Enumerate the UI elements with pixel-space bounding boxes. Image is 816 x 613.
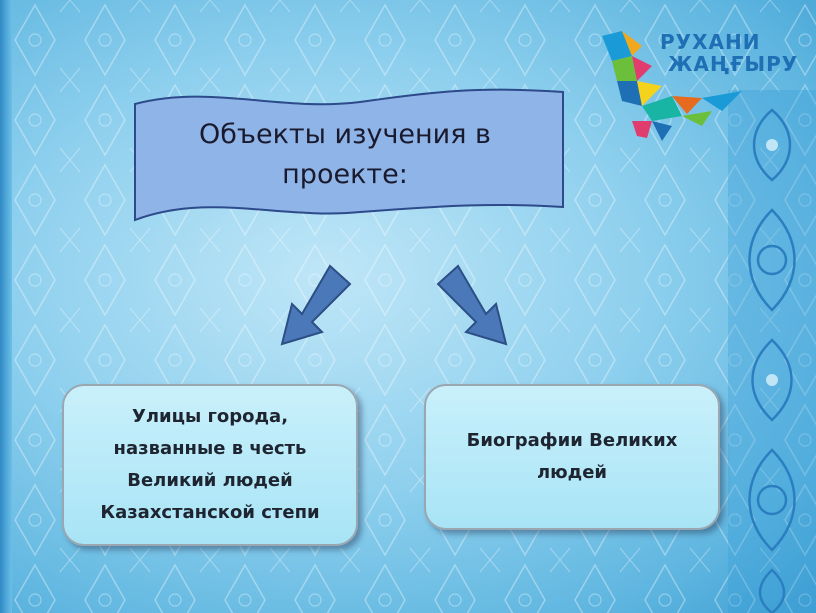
box-streets: Улицы города, названные в честь Великий …: [62, 384, 358, 546]
logo-line2: ЖАҢҒЫРУ: [668, 52, 799, 76]
box-streets-line4: Казахстанской степи: [100, 502, 320, 523]
box-streets-line2: названные в честь: [113, 438, 307, 459]
arrow-down-right-icon: [436, 264, 508, 346]
box-biographies: Биографии Великих людей: [424, 384, 720, 530]
box-biographies-line2: людей: [536, 462, 608, 483]
box-streets-line3: Великий людей: [127, 470, 293, 491]
logo-line1: РУХАНИ: [660, 30, 761, 54]
box-streets-line1: Улицы города,: [131, 406, 289, 427]
box-biographies-line1: Биографии Великих: [466, 430, 678, 451]
eagle-logo-icon: [602, 31, 742, 141]
banner-line2: проекте:: [282, 159, 408, 190]
banner-title: Объекты изучения в проекте:: [160, 115, 530, 195]
ornament-icon: [728, 90, 816, 613]
banner-line1: Объекты изучения в: [199, 119, 491, 150]
arrow-down-left-icon: [280, 264, 352, 346]
left-frame: [0, 0, 12, 613]
banner-shape: [134, 88, 564, 222]
